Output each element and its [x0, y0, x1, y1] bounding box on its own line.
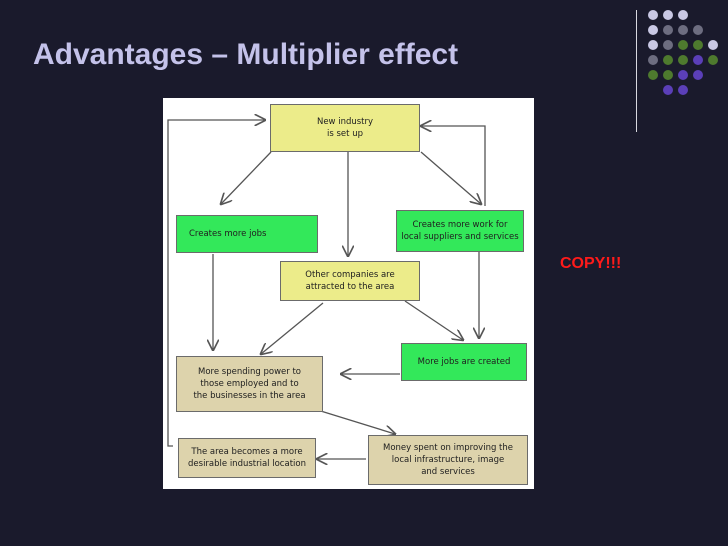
box-spending-power: More spending power to those employed an…	[176, 356, 323, 412]
box-more-jobs-created: More jobs are created	[401, 343, 527, 381]
arrow	[221, 151, 272, 204]
dot	[678, 10, 688, 20]
dot	[678, 25, 688, 35]
diagram-arrows	[167, 98, 486, 489]
box-desirable-location: The area becomes a more desirable indust…	[178, 438, 316, 478]
arrow	[261, 302, 324, 354]
dot	[663, 25, 673, 35]
dot	[693, 55, 703, 65]
dot	[693, 70, 703, 80]
slide-title: Advantages – Multiplier effect	[33, 38, 459, 71]
dot	[678, 70, 688, 80]
dot	[663, 10, 673, 20]
box-other-companies: Other companies are attracted to the are…	[280, 261, 420, 301]
box-more-jobs: Creates more jobs	[176, 215, 318, 253]
multiplier-diagram: New industry is set up Creates more jobs…	[163, 98, 534, 489]
dot	[693, 25, 703, 35]
divider-line	[636, 10, 637, 132]
dot	[663, 70, 673, 80]
dot	[678, 85, 688, 95]
dot	[708, 40, 718, 50]
arrow	[404, 300, 463, 340]
dot	[663, 40, 673, 50]
dot	[648, 40, 658, 50]
box-infrastructure: Money spent on improving the local infra…	[368, 435, 528, 485]
copy-note: COPY!!!	[560, 255, 622, 272]
dot	[663, 55, 673, 65]
dot	[708, 55, 718, 65]
arrow	[310, 407, 395, 434]
box-local-suppliers: Creates more work for local suppliers an…	[396, 210, 524, 252]
feedback-arrow-right	[421, 126, 486, 206]
dot	[648, 25, 658, 35]
decorative-dot-grid	[648, 10, 728, 110]
box-new-industry: New industry is set up	[270, 104, 420, 152]
dot	[663, 85, 673, 95]
feedback-arrow-left	[167, 120, 265, 447]
arrow	[420, 151, 481, 204]
dot	[648, 70, 658, 80]
dot	[678, 55, 688, 65]
dot	[648, 55, 658, 65]
dot	[693, 40, 703, 50]
dot	[648, 10, 658, 20]
dot	[678, 40, 688, 50]
